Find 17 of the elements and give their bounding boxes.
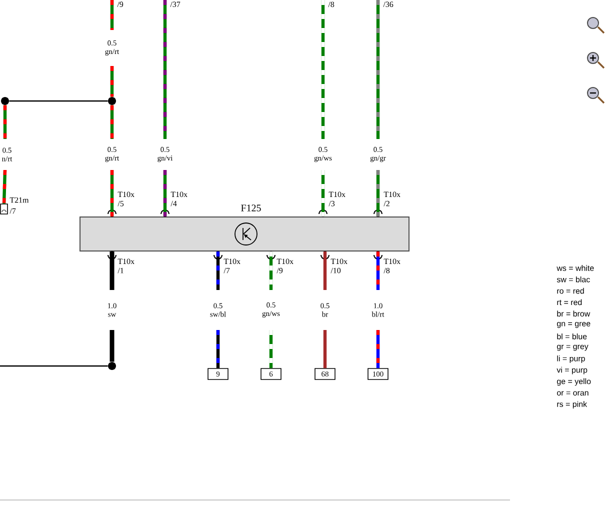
wire xyxy=(321,0,325,218)
junction-dot xyxy=(108,362,116,370)
wire xyxy=(110,249,114,364)
wire xyxy=(9,100,108,102)
wire xyxy=(0,365,108,367)
wire xyxy=(376,250,380,370)
wire xyxy=(269,250,273,370)
component-label: F125 xyxy=(241,204,261,212)
wire xyxy=(110,104,114,218)
wire xyxy=(110,0,114,98)
wire xyxy=(2,104,7,206)
wire xyxy=(376,0,380,218)
wire xyxy=(323,250,327,370)
junction-dot xyxy=(108,97,116,105)
wire xyxy=(216,250,220,370)
wire xyxy=(163,0,167,218)
junction-dot xyxy=(1,97,9,105)
